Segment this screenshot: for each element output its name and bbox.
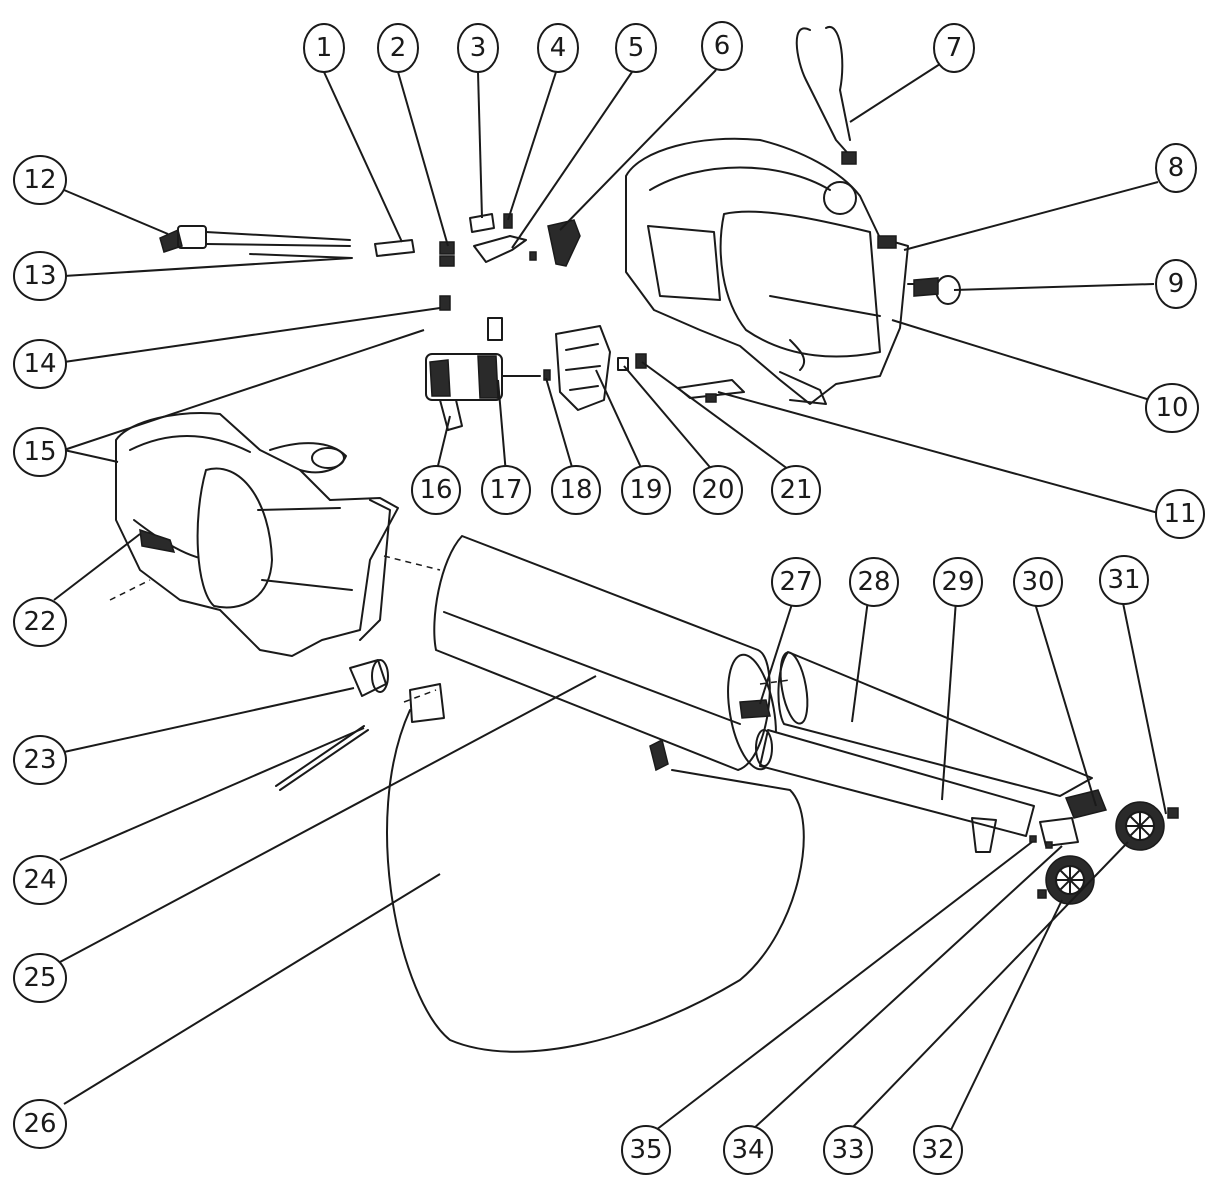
- callout-label-29: 29: [941, 567, 974, 597]
- callout-label-7: 7: [946, 33, 963, 63]
- callout-label-4: 4: [550, 33, 567, 63]
- callout-3: 3: [457, 23, 499, 73]
- switch-part: [439, 295, 451, 311]
- callout-20: 20: [693, 465, 743, 515]
- callout-1: 1: [303, 23, 345, 73]
- callout-15: 15: [13, 427, 67, 477]
- callout-label-8: 8: [1168, 153, 1185, 183]
- collection-bag-part: [386, 683, 805, 1053]
- callout-label-30: 30: [1021, 567, 1054, 597]
- callout-18: 18: [551, 465, 601, 515]
- callout-26: 26: [13, 1099, 67, 1149]
- coupler-part: [739, 699, 771, 719]
- callout-27: 27: [771, 557, 821, 607]
- callout-label-10: 10: [1155, 393, 1188, 423]
- leader-lines: [53, 63, 1167, 1133]
- callout-label-22: 22: [23, 607, 56, 637]
- callout-21: 21: [771, 465, 821, 515]
- callout-22: 22: [13, 597, 67, 647]
- switch-tube-part: [374, 239, 415, 257]
- callout-label-5: 5: [628, 33, 645, 63]
- callout-label-18: 18: [559, 475, 592, 505]
- callout-label-23: 23: [23, 745, 56, 775]
- callout-29: 29: [933, 557, 983, 607]
- callout-label-35: 35: [629, 1135, 662, 1165]
- callout-label-33: 33: [831, 1135, 864, 1165]
- lower-tube-part: [755, 729, 1035, 853]
- assembly-guides: [109, 555, 791, 703]
- callout-label-12: 12: [23, 165, 56, 195]
- fan-impeller-part: [543, 325, 745, 411]
- shoulder-strap-part: [795, 25, 857, 165]
- callout-28: 28: [849, 557, 899, 607]
- callout-19: 19: [621, 465, 671, 515]
- callout-label-20: 20: [701, 475, 734, 505]
- callout-label-31: 31: [1107, 565, 1140, 595]
- callout-34: 34: [723, 1125, 773, 1175]
- callout-label-34: 34: [731, 1135, 764, 1165]
- callout-label-14: 14: [23, 349, 56, 379]
- callout-11: 11: [1155, 489, 1205, 539]
- callout-10: 10: [1145, 383, 1199, 433]
- callout-label-9: 9: [1168, 269, 1185, 299]
- callout-label-13: 13: [23, 261, 56, 291]
- callout-8: 8: [1155, 143, 1197, 193]
- callout-5: 5: [615, 23, 657, 73]
- callout-label-25: 25: [23, 963, 56, 993]
- callout-13: 13: [13, 251, 67, 301]
- callout-35: 35: [621, 1125, 671, 1175]
- wheel-part: [1115, 801, 1179, 851]
- blower-tube-part: [433, 535, 777, 772]
- callout-33: 33: [823, 1125, 873, 1175]
- callout-label-16: 16: [419, 475, 452, 505]
- callout-label-15: 15: [23, 437, 56, 467]
- callout-label-2: 2: [390, 33, 407, 63]
- right-housing-part: [625, 137, 909, 405]
- wheel-part-2: [1037, 855, 1095, 905]
- callout-label-24: 24: [23, 865, 56, 895]
- callout-31: 31: [1099, 555, 1149, 605]
- callout-label-6: 6: [714, 31, 731, 61]
- callout-30: 30: [1013, 557, 1063, 607]
- switch-components-part: [439, 213, 581, 267]
- callout-2: 2: [377, 23, 419, 73]
- motor-part: [425, 317, 541, 431]
- knob-part: [907, 275, 961, 305]
- callout-label-32: 32: [921, 1135, 954, 1165]
- callout-17: 17: [481, 465, 531, 515]
- callout-24: 24: [13, 855, 67, 905]
- callout-16: 16: [411, 465, 461, 515]
- callout-label-28: 28: [857, 567, 890, 597]
- callout-label-1: 1: [316, 33, 333, 63]
- callout-6: 6: [701, 21, 743, 71]
- callout-label-3: 3: [470, 33, 487, 63]
- callout-25: 25: [13, 953, 67, 1003]
- adapter-part: [349, 659, 389, 697]
- cable-tie-part: [275, 725, 369, 791]
- callout-label-27: 27: [779, 567, 812, 597]
- callout-32: 32: [913, 1125, 963, 1175]
- callout-4: 4: [537, 23, 579, 73]
- callout-7: 7: [933, 23, 975, 73]
- callout-label-26: 26: [23, 1109, 56, 1139]
- callout-label-17: 17: [489, 475, 522, 505]
- callout-14: 14: [13, 339, 67, 389]
- wheel-bracket-part: [1029, 789, 1108, 849]
- power-plug-part: [159, 225, 353, 259]
- callout-label-21: 21: [779, 475, 812, 505]
- callout-23: 23: [13, 735, 67, 785]
- callout-9: 9: [1155, 259, 1197, 309]
- left-housing-part: [115, 412, 399, 657]
- callout-12: 12: [13, 155, 67, 205]
- callout-label-19: 19: [629, 475, 662, 505]
- callout-label-11: 11: [1163, 499, 1196, 529]
